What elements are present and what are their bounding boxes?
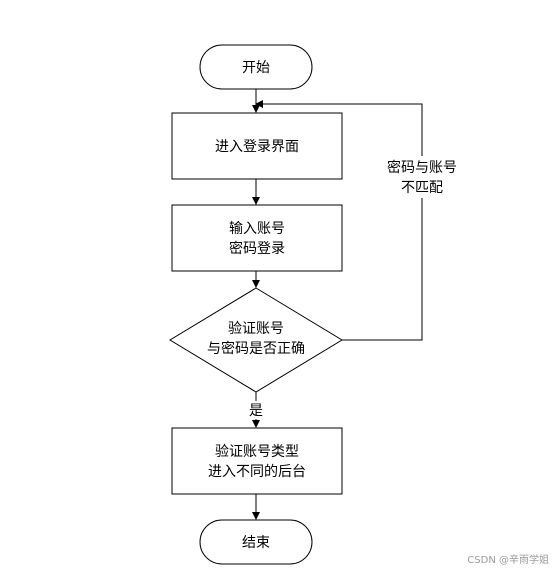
verify-type-line-1: 验证账号类型 — [215, 444, 299, 460]
verify-type-node: 验证账号类型 进入不同的后台 — [171, 427, 343, 495]
end-node: 结束 — [199, 519, 313, 565]
mismatch-label-line-1: 密码与账号 — [387, 159, 457, 176]
watermark-text: CSDN @辛雨学姐 — [467, 555, 549, 566]
verify-line-1: 验证账号 — [228, 321, 284, 337]
input-account-node: 输入账号 密码登录 — [171, 204, 343, 272]
login-page-label: 进入登录界面 — [215, 139, 299, 155]
login-page-node: 进入登录界面 — [171, 112, 343, 180]
edge-mismatch-loop — [255, 100, 423, 341]
mismatch-label-bg — [378, 156, 468, 198]
verify-type-line-2: 进入不同的后台 — [208, 464, 306, 480]
end-label: 结束 — [242, 535, 270, 551]
input-account-line-2: 密码登录 — [229, 240, 285, 257]
verify-decision-node: 验证账号 与密码是否正确 — [169, 287, 343, 393]
verify-line-2: 与密码是否正确 — [207, 340, 305, 357]
mismatch-label-line-2: 不匹配 — [401, 180, 443, 196]
start-node: 开始 — [199, 44, 313, 90]
start-label: 开始 — [242, 60, 270, 76]
yes-label: 是 — [249, 403, 263, 419]
yes-label-bg — [246, 401, 266, 419]
input-account-line-1: 输入账号 — [229, 221, 285, 237]
